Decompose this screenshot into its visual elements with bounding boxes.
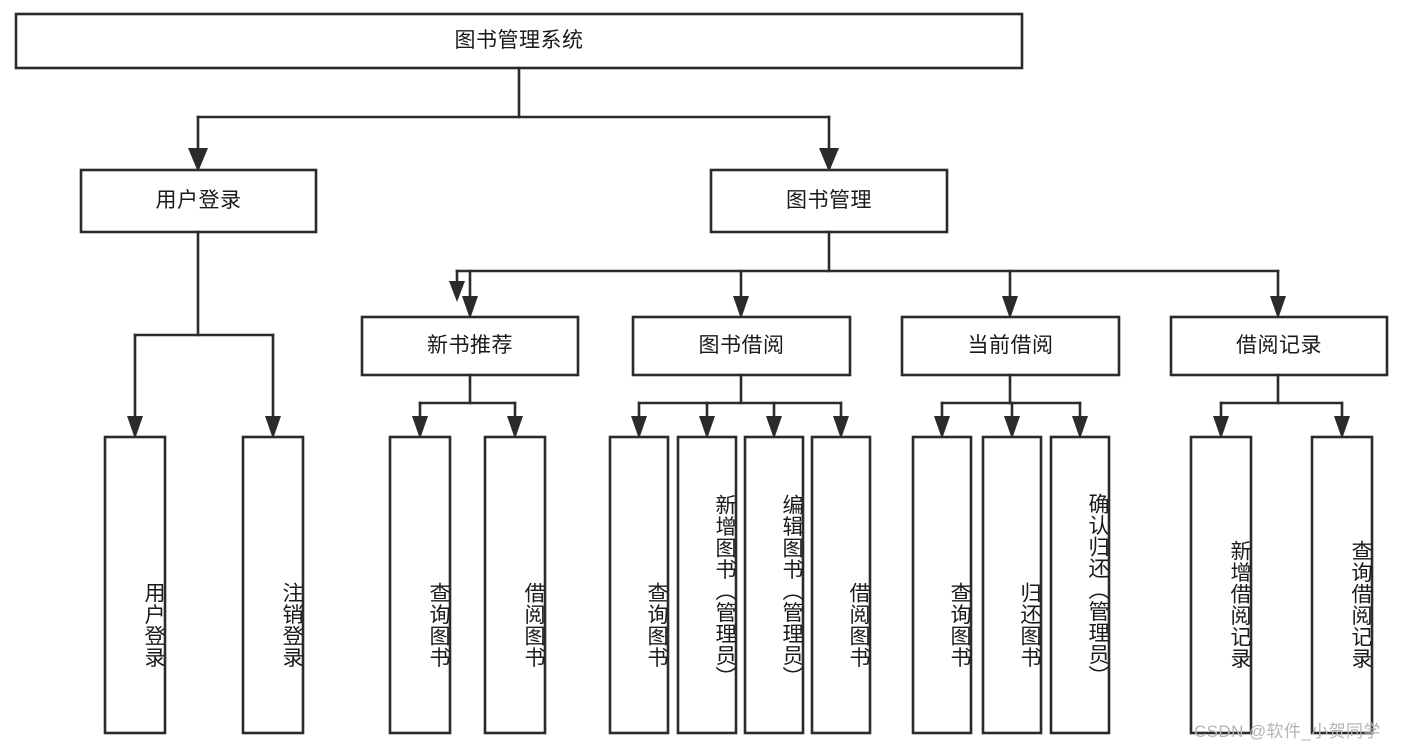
leaf-box-query-record[interactable] (1310, 435, 1374, 735)
leaf-box-borrow-book-1[interactable] (483, 435, 547, 735)
node-box-current-borrow[interactable] (900, 315, 1121, 377)
arrow-head-new-book-recommend (462, 296, 478, 319)
arrow-head-borrow-record (1270, 296, 1286, 319)
arrow-head-leaf-return-book (1004, 416, 1020, 439)
arrow-head-leaf-confirm-return (1072, 416, 1088, 439)
arrow-head-user-login (188, 148, 208, 172)
arrow-head-leaf-borrow-book-1 (507, 416, 523, 439)
arrow-head-leaf-add-book (699, 416, 715, 439)
leaf-box-query-book-3[interactable] (911, 435, 973, 735)
arrow-head-leaf-query-book-3 (934, 416, 950, 439)
leaf-box-add-record[interactable] (1189, 435, 1253, 735)
arrow-head-leaf-query-book-2 (631, 416, 647, 439)
arrow-head-book-manage (819, 148, 839, 172)
csdn-watermark: CSDN @软件_小贺同学 (1194, 722, 1381, 741)
arrow-head-book-borrow (733, 296, 749, 319)
node-box-user-login[interactable] (79, 168, 318, 234)
leaf-box-add-book[interactable] (676, 435, 738, 735)
leaf-box-user-login[interactable] (103, 435, 167, 735)
leaf-box-logout[interactable] (241, 435, 305, 735)
arrow-head-current-borrow (1002, 296, 1018, 319)
arrow-head-leaf-logout (265, 416, 281, 439)
arrow-head-level3-left-end (449, 281, 465, 302)
arrow-head-leaf-edit-book (766, 416, 782, 439)
leaf-box-confirm-return[interactable] (1049, 435, 1111, 735)
node-box-book-borrow[interactable] (631, 315, 852, 377)
arrow-head-leaf-query-book-1 (412, 416, 428, 439)
arrow-head-leaf-user-login (127, 416, 143, 439)
node-box-new-book-recommend[interactable] (360, 315, 580, 377)
node-box-book-manage[interactable] (709, 168, 949, 234)
leaf-box-return-book[interactable] (981, 435, 1043, 735)
arrow-head-leaf-add-record (1213, 416, 1229, 439)
leaf-box-query-book-1[interactable] (388, 435, 452, 735)
leaf-box-borrow-book-2[interactable] (810, 435, 872, 735)
leaf-box-edit-book[interactable] (743, 435, 805, 735)
node-box-borrow-record[interactable] (1169, 315, 1389, 377)
node-box-root[interactable] (14, 12, 1024, 70)
leaf-box-query-book-2[interactable] (608, 435, 670, 735)
arrow-head-leaf-query-record (1334, 416, 1350, 439)
arrow-head-leaf-borrow-book-2 (833, 416, 849, 439)
